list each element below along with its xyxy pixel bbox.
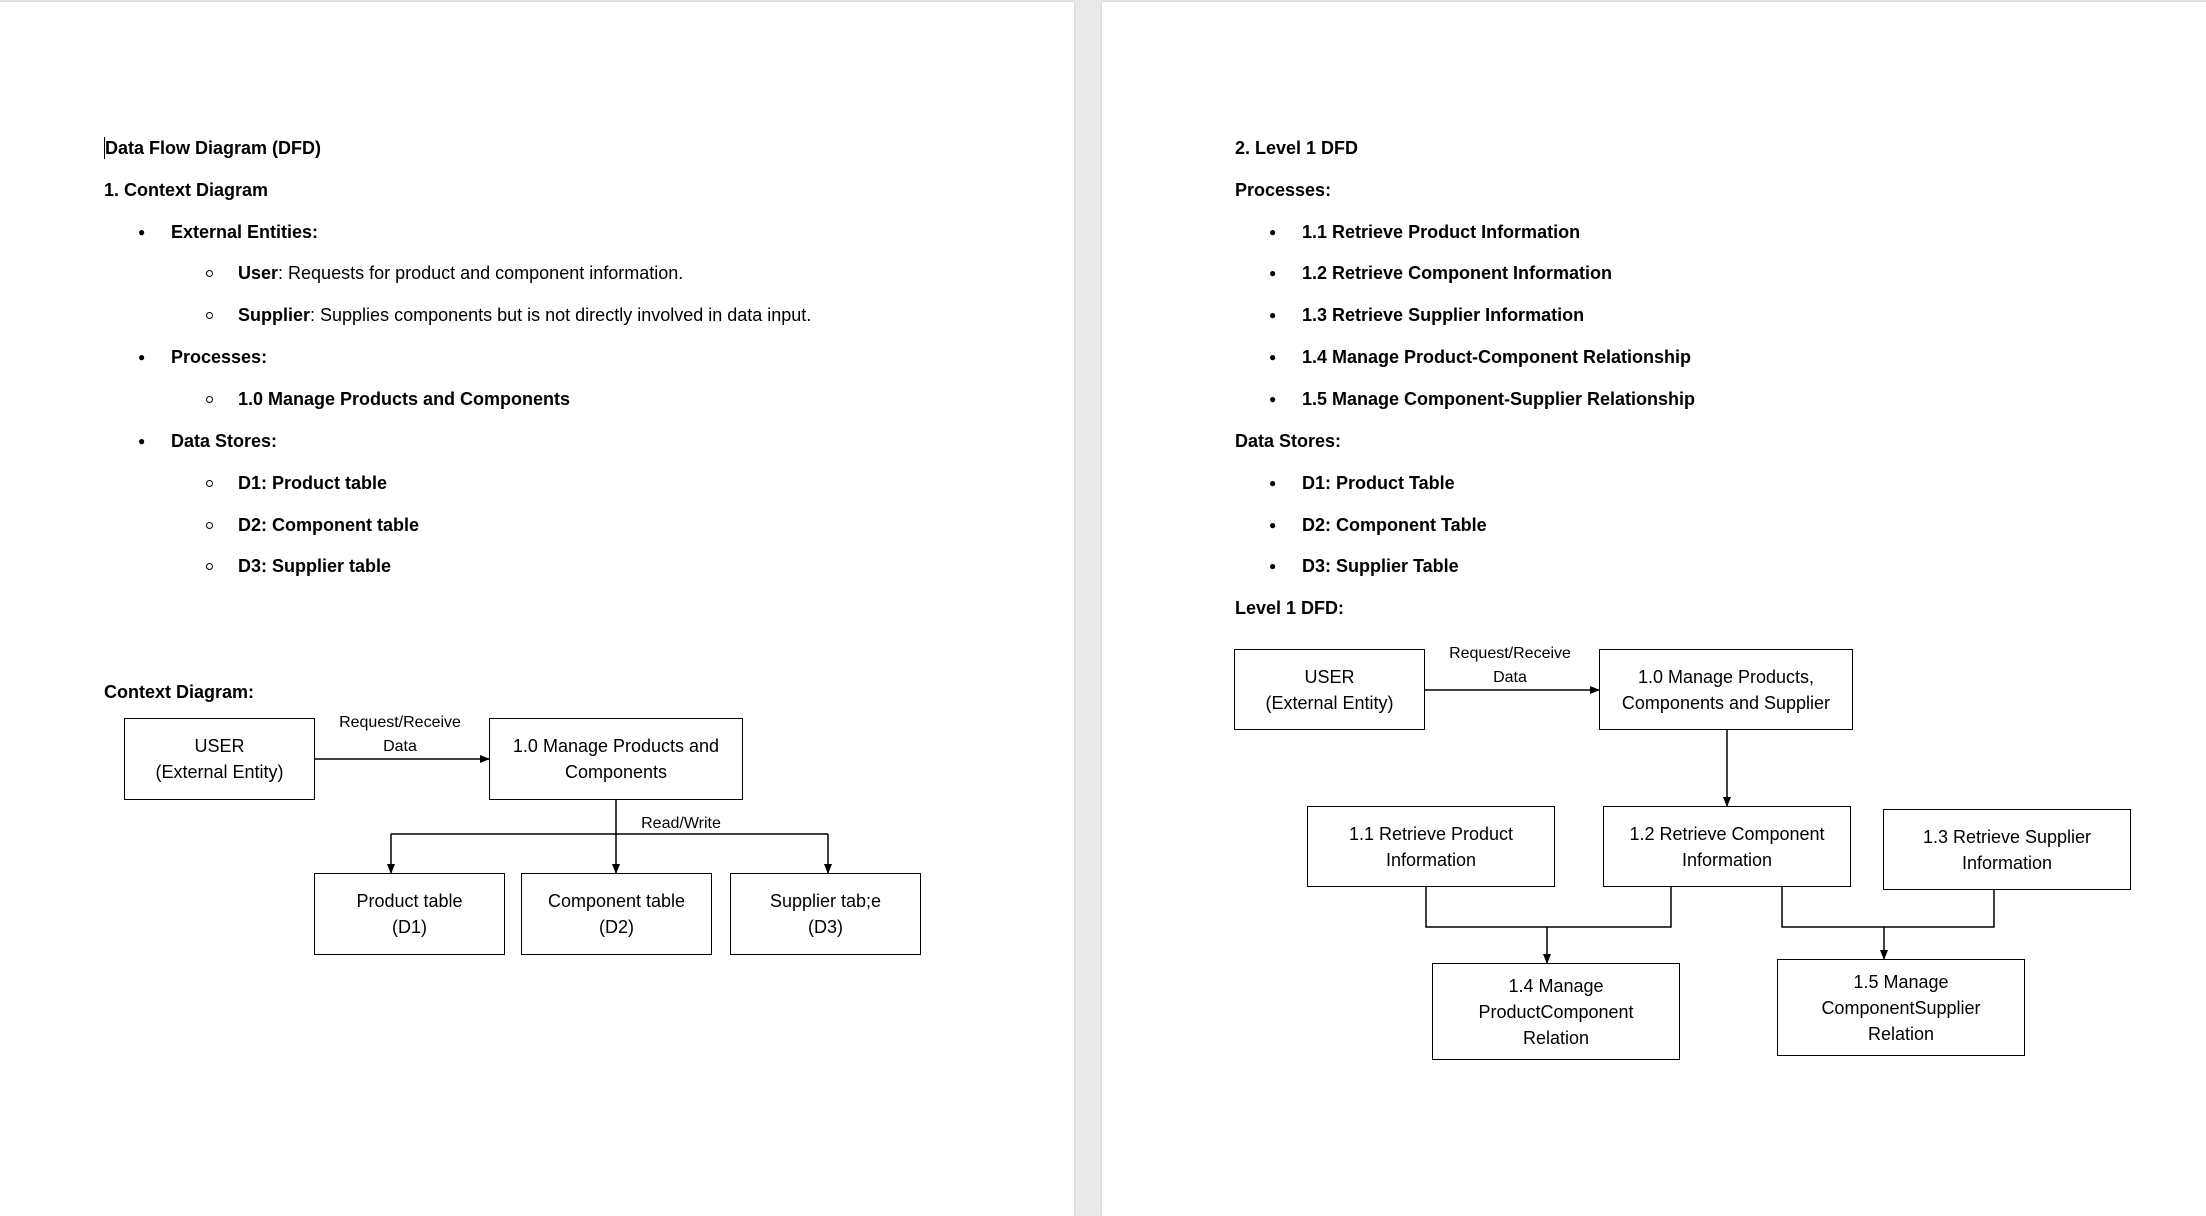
box-text: 1.0 Manage Products, Components and Supp… (1621, 666, 1831, 713)
process-item: 1.0 Manage Products and Components (238, 389, 571, 409)
box-text: USER (External Entity) (155, 736, 284, 782)
hollow-bullet-icon (206, 312, 213, 319)
process-item: 1.3 Retrieve Supplier Information (1302, 305, 1585, 325)
diagram-box-supplier-table[interactable]: Supplier tab;e (D3) (730, 873, 921, 955)
diagram-box-process[interactable]: 1.0 Manage Products and Components (489, 718, 743, 800)
text-cursor (104, 137, 105, 159)
diagram-box-user[interactable]: USER (External Entity) (1234, 649, 1425, 730)
bullet-icon: ● (1269, 559, 1277, 573)
data-store-item: D3: Supplier Table (1302, 556, 1459, 576)
data-stores-label: Data Stores: (171, 431, 278, 451)
processes-label: Processes: (171, 347, 268, 367)
entity-supplier-name: Supplier (238, 305, 311, 325)
bullet-icon: ● (138, 434, 146, 448)
box-text: 1.2 Retrieve Component Information (1629, 823, 1825, 870)
hollow-bullet-icon (206, 563, 213, 570)
box-text: 1.4 Manage ProductComponent Relation (1478, 975, 1634, 1048)
box-text: 1.3 Retrieve Supplier Information (1922, 826, 2092, 873)
process-item: 1.2 Retrieve Component Information (1302, 263, 1613, 283)
box-text: 1.0 Manage Products and Components (512, 736, 720, 782)
hollow-bullet-icon (206, 396, 213, 403)
data-store-item: D2: Component Table (1302, 515, 1487, 535)
bullet-icon: ● (138, 225, 146, 239)
hollow-bullet-icon (206, 480, 213, 487)
data-store-item: D1: Product Table (1302, 473, 1455, 493)
bullet-icon: ● (1269, 350, 1277, 364)
flow-label-read-write: Read/Write (641, 815, 721, 832)
box-text: 1.1 Retrieve Product Information (1348, 823, 1514, 870)
bullet-icon: ● (1269, 476, 1277, 490)
context-diagram-heading: 1. Context Diagram (104, 180, 269, 200)
data-stores-label: Data Stores: (1235, 431, 1342, 451)
process-item: 1.1 Retrieve Product Information (1302, 222, 1581, 242)
external-entities-label: External Entities: (171, 222, 319, 242)
box-text: Product table (D1) (356, 891, 463, 937)
level1-dfd-label: Level 1 DFD: (1235, 598, 1345, 618)
box-text: USER (External Entity) (1265, 666, 1394, 713)
bullet-icon: ● (1269, 308, 1277, 322)
box-text: Supplier tab;e (D3) (769, 891, 882, 937)
flow-label-request: Request/Receive Data (339, 714, 461, 755)
diagram-box-retrieve-product[interactable]: 1.1 Retrieve Product Information (1307, 806, 1555, 887)
bullet-icon: ● (1269, 518, 1277, 532)
processes-label: Processes: (1235, 180, 1332, 200)
document-page-left[interactable] (0, 2, 1074, 1216)
diagram-box-main-process[interactable]: 1.0 Manage Products, Components and Supp… (1599, 649, 1853, 730)
bullet-icon: ● (1269, 392, 1277, 406)
entity-supplier-line: Supplier: Supplies components but is not… (238, 304, 811, 326)
box-text: Component table (D2) (547, 891, 686, 937)
entity-user-line: User: Requests for product and component… (238, 262, 683, 284)
bullet-icon: ● (138, 350, 146, 364)
bullet-icon: ● (1269, 266, 1277, 280)
data-store-item: D1: Product table (238, 473, 388, 493)
hollow-bullet-icon (206, 522, 213, 529)
box-text: 1.5 Manage ComponentSupplier Relation (1821, 971, 1981, 1044)
entity-user-name: User (238, 263, 279, 283)
data-store-item: D2: Component table (238, 515, 420, 535)
diagram-box-user[interactable]: USER (External Entity) (124, 718, 315, 800)
diagram-box-retrieve-component[interactable]: 1.2 Retrieve Component Information (1603, 806, 1851, 887)
bullet-icon: ● (1269, 225, 1277, 239)
process-item: 1.5 Manage Component-Supplier Relationsh… (1302, 389, 1696, 409)
hollow-bullet-icon (206, 270, 213, 277)
entity-user-desc: : Requests for product and component inf… (278, 263, 684, 283)
process-item: 1.4 Manage Product-Component Relationshi… (1302, 347, 1692, 367)
document-title: Data Flow Diagram (DFD) (105, 138, 322, 158)
diagram-box-manage-component-supplier[interactable]: 1.5 Manage ComponentSupplier Relation (1777, 959, 2025, 1056)
diagram-box-manage-product-component[interactable]: 1.4 Manage ProductComponent Relation (1432, 963, 1680, 1060)
flow-label-request: Request/Receive Data (1449, 645, 1571, 686)
diagram-box-retrieve-supplier[interactable]: 1.3 Retrieve Supplier Information (1883, 809, 2131, 890)
level1-heading: 2. Level 1 DFD (1235, 138, 1359, 158)
data-store-item: D3: Supplier table (238, 556, 392, 576)
context-diagram-label: Context Diagram: (104, 682, 255, 702)
entity-supplier-desc: : Supplies components but is not directl… (310, 305, 812, 325)
diagram-box-product-table[interactable]: Product table (D1) (314, 873, 505, 955)
diagram-box-component-table[interactable]: Component table (D2) (521, 873, 712, 955)
